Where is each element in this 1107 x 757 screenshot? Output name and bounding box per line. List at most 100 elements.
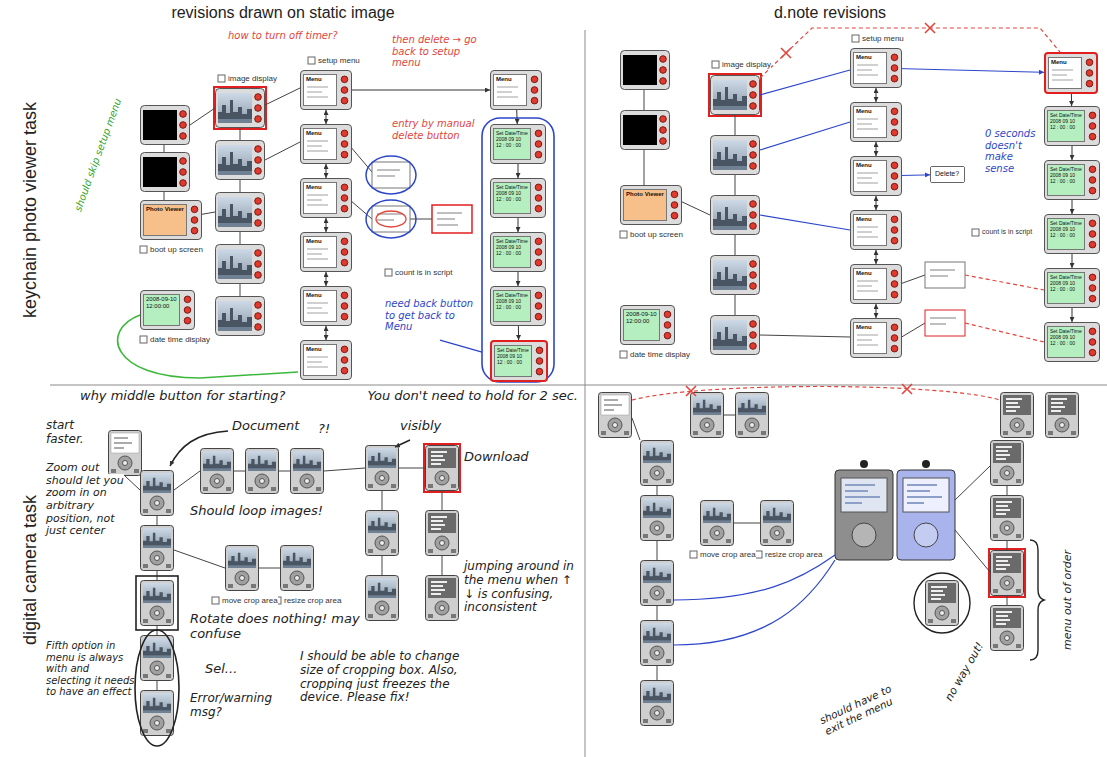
screen-display: Set Date/Time2008 09 1012 : 00 : 00	[494, 345, 532, 377]
red-button	[891, 65, 898, 72]
photo-screen	[216, 89, 265, 128]
screen-label: image display	[722, 60, 771, 69]
dialog-screen	[372, 162, 410, 188]
screen-node: Menu	[850, 210, 902, 250]
screen-label: move crop area	[700, 550, 756, 559]
device-buttons	[338, 71, 351, 109]
photo-screen	[216, 297, 265, 336]
screen-node: 2008-09-1012:00:00	[620, 305, 675, 345]
red-button	[891, 227, 898, 234]
black-screen	[141, 153, 190, 192]
screen-display: Set Date/Time2008 09 1012 : 00 : 00	[493, 182, 531, 214]
red-button	[341, 87, 348, 94]
menu-item-line	[857, 285, 872, 286]
red-button	[535, 130, 542, 137]
red-button	[671, 212, 678, 219]
red-button	[531, 76, 538, 83]
menu-item-line	[307, 86, 328, 87]
camera-menu	[991, 551, 1024, 596]
label-text: count is in script	[982, 228, 1032, 235]
label-text: image display	[722, 60, 771, 69]
device-body	[897, 470, 955, 560]
screen-display: Photo Viewer	[623, 189, 667, 221]
note-text: why middle button for starting?	[80, 388, 286, 403]
red-button	[341, 367, 348, 374]
dialog-screen	[925, 310, 965, 336]
screen-text: Menu	[1051, 59, 1067, 66]
note-text: menu out of order	[1061, 550, 1074, 650]
enlarged-device	[835, 460, 955, 560]
handwritten-note: Fifth option in menu is always with and …	[46, 640, 136, 698]
handwritten-note: I should be able to change size of cropp…	[300, 650, 470, 705]
handwritten-note: You don't need to hold for 2 sec.	[333, 389, 578, 404]
connector	[1072, 254, 1073, 268]
menu-item-line	[857, 280, 878, 281]
screen-node: Menu	[1044, 52, 1098, 94]
red-button	[891, 237, 898, 244]
menu-item-line	[307, 312, 328, 313]
red-button	[531, 97, 538, 104]
screen-node: Set Date/Time2008 09 1012 : 00 : 00	[490, 232, 546, 272]
screen-display: Menu	[303, 344, 337, 376]
screen-text: 2008 09 10	[496, 298, 521, 304]
device-buttons	[888, 265, 901, 303]
screen-text: 12 : 00 : 00	[1050, 178, 1075, 184]
red-button	[536, 358, 543, 365]
red-button	[535, 292, 542, 299]
device-body	[835, 470, 893, 560]
red-button	[341, 205, 348, 212]
connector	[876, 142, 877, 156]
screen-label: count is in script	[982, 228, 1032, 236]
menu-item-line	[857, 118, 878, 119]
red-button	[535, 184, 542, 191]
menu-item-line	[307, 194, 328, 195]
label-text: d.note revisions	[774, 4, 886, 21]
screen-node: Set Date/Time2008 09 1012 : 00 : 00	[490, 124, 546, 164]
screen-text: 12 : 00 : 00	[496, 304, 521, 310]
red-button	[1089, 166, 1096, 173]
menu-item-line	[307, 253, 322, 254]
camera-photo	[141, 636, 174, 681]
screen-text: Set Date/Time	[496, 238, 528, 244]
column-heading: revisions drawn on static image	[171, 4, 394, 22]
photo-screen	[711, 256, 760, 295]
note-text: ?!	[318, 421, 330, 436]
red-button	[891, 335, 898, 342]
menu-item-line	[307, 248, 328, 249]
red-button	[1089, 295, 1096, 302]
connector	[902, 69, 1044, 73]
pen-stroke	[440, 340, 482, 352]
note-text: jumping around in the menu when ↑ ↓ is c…	[464, 559, 574, 614]
menu-item-line	[1052, 74, 1067, 75]
handwritten-note: Zoom out should let you zoom in on arbit…	[46, 462, 136, 538]
screen-node: Menu	[300, 340, 352, 380]
connector	[518, 272, 519, 286]
red-button	[341, 313, 348, 320]
screen-display: Set Date/Time2008 09 1012 : 00 : 00	[1047, 272, 1085, 304]
note-text: entry by manual delete button	[392, 118, 475, 141]
device-buttons	[1086, 269, 1099, 307]
checkbox	[308, 57, 315, 64]
screen-display: Set Date/Time2008 09 1012 : 00 : 00	[493, 236, 531, 268]
screen-node: Set Date/Time2008 09 1012 : 00 : 00	[1044, 214, 1100, 254]
menu-item-line	[307, 150, 328, 151]
menu-item-line	[497, 91, 512, 92]
camera-menu	[926, 581, 959, 626]
pen-arrow	[170, 431, 228, 466]
checkbox	[690, 551, 697, 558]
label-text: resize crop area	[284, 596, 341, 605]
camera-photo	[226, 546, 259, 591]
red-button	[191, 206, 198, 213]
screen-text: Menu	[306, 184, 322, 191]
menu-item-line	[857, 182, 878, 183]
screen-text: 2008 09 10	[496, 190, 521, 196]
photo-screen	[216, 193, 265, 232]
handwritten-note: why middle button for starting?	[80, 389, 286, 404]
device-buttons	[661, 306, 674, 344]
menu-item-line	[857, 231, 872, 232]
screen-node: Menu	[300, 286, 352, 326]
screen-text: 12 : 00 : 00	[496, 142, 521, 148]
red-button	[535, 303, 542, 310]
screen-text: 2008 09 10	[1050, 280, 1075, 286]
red-button	[1089, 231, 1096, 238]
